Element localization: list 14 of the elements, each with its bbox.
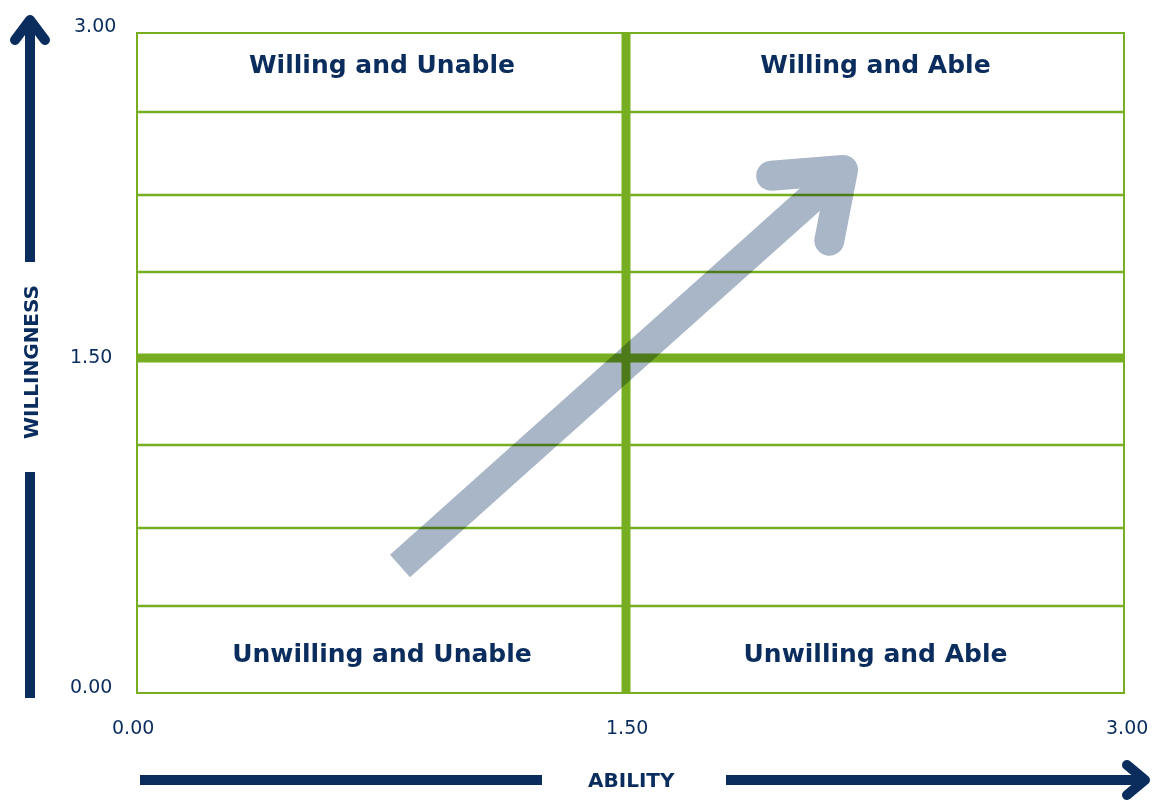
quadrant-label: Willing and Unable [249,50,515,79]
quadrant-box [626,358,1125,694]
tick-label: 3.00 [74,15,117,35]
quadrant-label: Willing and Able [760,50,991,79]
quadrant-label: Unwilling and Able [743,639,1008,668]
tick-label: 0.00 [112,717,155,737]
tick-label: 3.00 [1106,717,1149,737]
tick-label: 0.00 [70,676,113,696]
axis-title: WILLINGNESS [20,285,41,439]
tick-label: 1.50 [70,346,113,366]
progress-arrow [390,155,858,578]
tick-label: 1.50 [606,717,649,737]
axis-title: ABILITY [588,770,675,790]
quadrant-label: Unwilling and Unable [232,639,532,668]
